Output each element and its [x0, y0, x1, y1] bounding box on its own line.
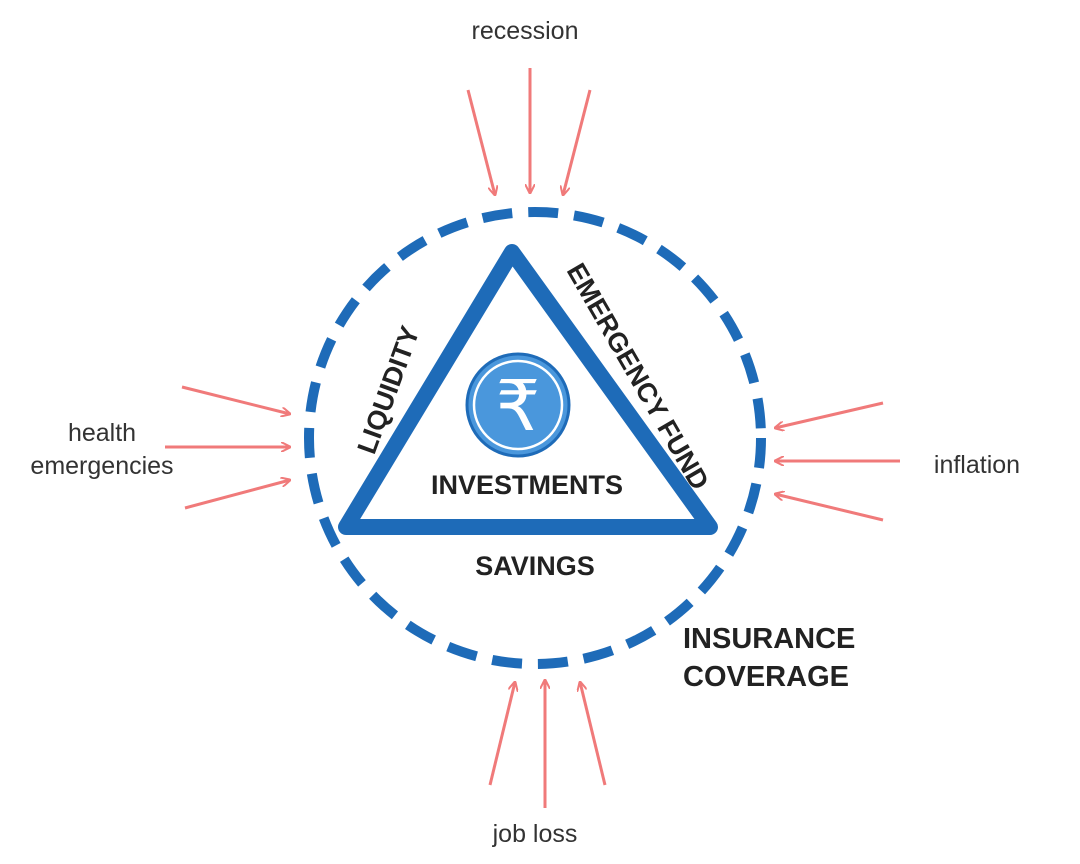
arrow-right-bottom — [775, 494, 884, 522]
arrow-right-top — [775, 401, 884, 428]
arrow-left-bottom — [184, 480, 290, 510]
arrow-top-right — [563, 89, 592, 195]
arrows-bottom — [488, 680, 607, 808]
label-insurance: INSURANCE — [683, 623, 855, 655]
arrow-top-left — [466, 89, 495, 195]
label-liquidity: LIQUIDITY — [352, 322, 426, 458]
arrows-top — [466, 68, 592, 195]
arrows-left — [165, 385, 290, 510]
rupee-glyph: ₹ — [496, 365, 541, 447]
label-investments: INVESTMENTS — [431, 470, 623, 500]
threat-health-line1: health — [68, 419, 136, 447]
arrow-left-top — [181, 385, 290, 414]
threat-inflation: inflation — [934, 451, 1020, 479]
insurance-coverage-circle — [304, 207, 766, 669]
arrow-bottom-left — [488, 682, 515, 786]
label-coverage: COVERAGE — [683, 661, 849, 693]
pillars-triangle — [338, 244, 718, 535]
arrows-right — [775, 401, 900, 522]
label-savings: SAVINGS — [475, 551, 595, 581]
arrow-bottom-right — [580, 682, 607, 786]
threat-health-line2: emergencies — [30, 452, 173, 480]
label-emergency-fund: EMERGENCY FUND — [561, 258, 715, 495]
threat-job-loss: job loss — [492, 820, 578, 848]
rupee-icon: ₹ — [465, 352, 571, 458]
threat-recession: recession — [472, 17, 579, 45]
